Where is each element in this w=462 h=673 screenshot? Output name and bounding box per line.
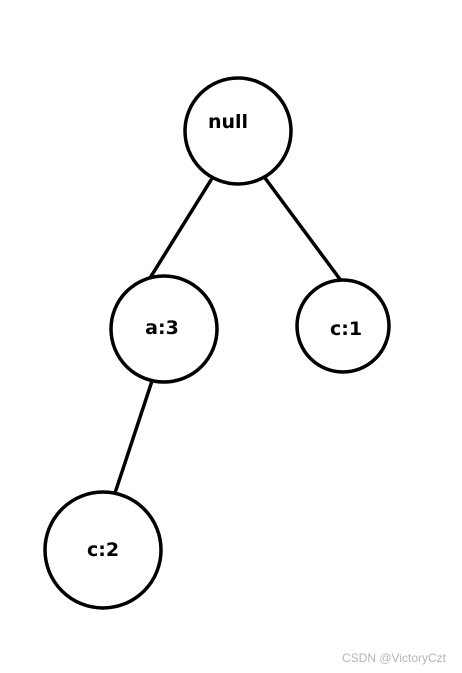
tree-node-c2: c:2	[43, 490, 163, 610]
edge-root-a3	[148, 178, 213, 280]
node-label-root: null	[208, 111, 248, 133]
node-label-a3: a:3	[145, 317, 179, 339]
node-label-c2: c:2	[87, 539, 119, 561]
tree-node-a3: a:3	[109, 274, 219, 384]
edge-root-c1	[263, 176, 344, 284]
tree-node-c1: c:1	[295, 278, 391, 374]
node-label-c1: c:1	[330, 318, 362, 340]
watermark-text: CSDN @VictoryCzt	[342, 651, 447, 665]
edge-a3-c2	[113, 379, 154, 495]
tree-node-root: null	[183, 76, 293, 186]
